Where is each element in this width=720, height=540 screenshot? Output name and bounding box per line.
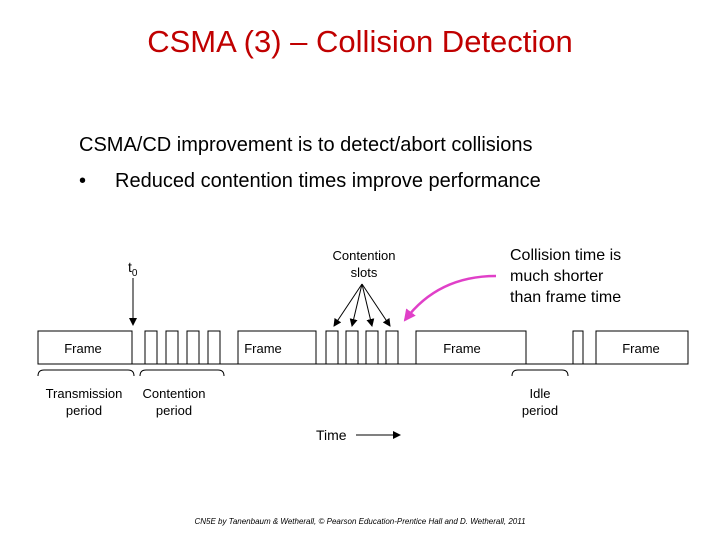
intro-text: CSMA/CD improvement is to detect/abort c…: [79, 134, 533, 156]
bullet-item: • Reduced contention times improve perfor…: [79, 170, 541, 193]
slot-arrow-1: [333, 283, 363, 327]
frame-label-1: Frame: [64, 341, 102, 356]
transmission-period-label-2: period: [66, 403, 102, 418]
callout-line-3: than frame time: [510, 289, 622, 306]
brace-contention: [139, 369, 225, 377]
contention-period-label-2: period: [156, 403, 192, 418]
brace-idle: [511, 369, 569, 377]
slot-box: [572, 330, 584, 365]
frame-label-4: Frame: [622, 341, 660, 356]
time-label: Time: [316, 427, 347, 443]
t0-marker: t0: [128, 259, 138, 326]
callout-line-1: Collision time is: [510, 247, 622, 264]
slot-box: [165, 330, 179, 365]
transmission-period-label-1: Transmission: [46, 386, 123, 401]
slot-box: [144, 330, 158, 365]
slot-box: [345, 330, 359, 365]
slot-box: [365, 330, 379, 365]
slot-arrow-3: [361, 283, 375, 327]
slot-box: [385, 330, 399, 365]
frame-label-3: Frame: [443, 341, 481, 356]
idle-period-label-1: Idle: [530, 386, 551, 401]
callout-line-2: much shorter: [510, 268, 604, 285]
slot-box: [186, 330, 200, 365]
frame-label-2: Frame: [244, 341, 282, 356]
bullet-dot: •: [79, 170, 87, 192]
contention-slots-label-1: Contention: [333, 248, 396, 263]
t0-label: t0: [128, 259, 138, 279]
credit-footer: CN5E by Tanenbaum & Wetherall, © Pearson…: [194, 517, 526, 526]
slot-box: [207, 330, 221, 365]
slot-arrow-2: [349, 283, 363, 327]
callout-text: Collision time is much shorter than fram…: [510, 245, 621, 308]
bullet-text: Reduced contention times improve perform…: [115, 170, 541, 192]
idle-period-label-2: period: [522, 403, 558, 418]
frame-box-3: [415, 330, 527, 365]
callout-arrow: [403, 274, 497, 322]
slide-title: CSMA (3) – Collision Detection: [147, 24, 573, 59]
brace-transmission: [37, 369, 135, 377]
slot-box: [325, 330, 339, 365]
contention-slots-group: Contention slots: [333, 248, 396, 327]
contention-period-label-1: Contention: [143, 386, 206, 401]
slot-arrow-4: [361, 283, 391, 327]
contention-slots-label-2: slots: [351, 265, 378, 280]
frame-box-1: [37, 330, 133, 365]
frame-box-2: [237, 330, 317, 365]
frame-box-4: [595, 330, 689, 365]
